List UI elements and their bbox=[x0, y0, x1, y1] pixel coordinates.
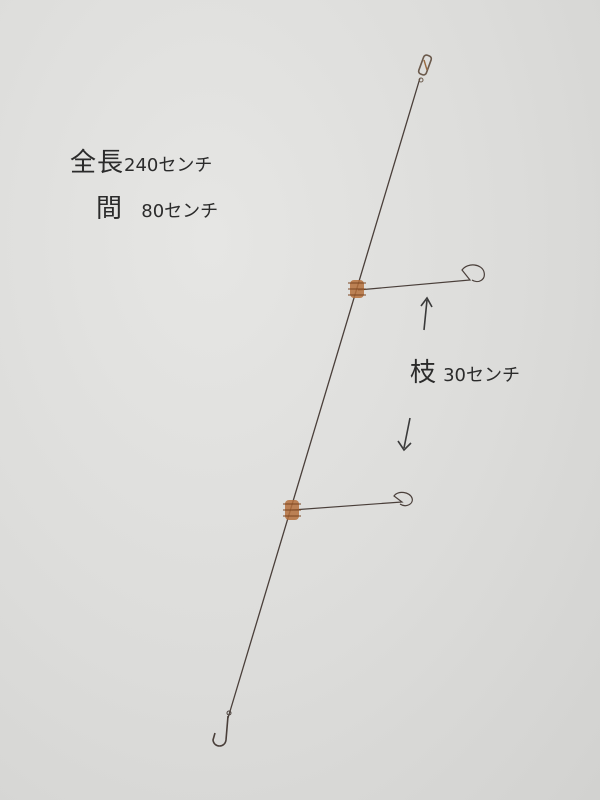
branch-value: 30センチ bbox=[443, 365, 521, 386]
main-line bbox=[227, 77, 421, 719]
bottom-hook-icon bbox=[212, 710, 232, 747]
gap-note: 間 80センチ bbox=[96, 188, 218, 225]
lower-branch-line bbox=[291, 491, 413, 511]
total-length-note: 全長240センチ bbox=[70, 142, 212, 179]
branch-kanji: 枝 bbox=[410, 358, 438, 388]
arrow-down-icon bbox=[397, 417, 412, 452]
upper-branch-line bbox=[357, 264, 485, 291]
upper-knot-icon bbox=[348, 280, 366, 298]
lower-knot-icon bbox=[283, 500, 301, 520]
branch-length-note: 枝 30センチ bbox=[410, 352, 520, 389]
gap-value: 80センチ bbox=[141, 201, 219, 222]
gap-kanji: 間 bbox=[96, 194, 124, 224]
total-length-kanji: 全長 bbox=[70, 148, 125, 178]
arrow-up-icon bbox=[420, 296, 433, 331]
swivel-icon bbox=[417, 54, 433, 83]
total-length-value: 240センチ bbox=[124, 155, 213, 176]
